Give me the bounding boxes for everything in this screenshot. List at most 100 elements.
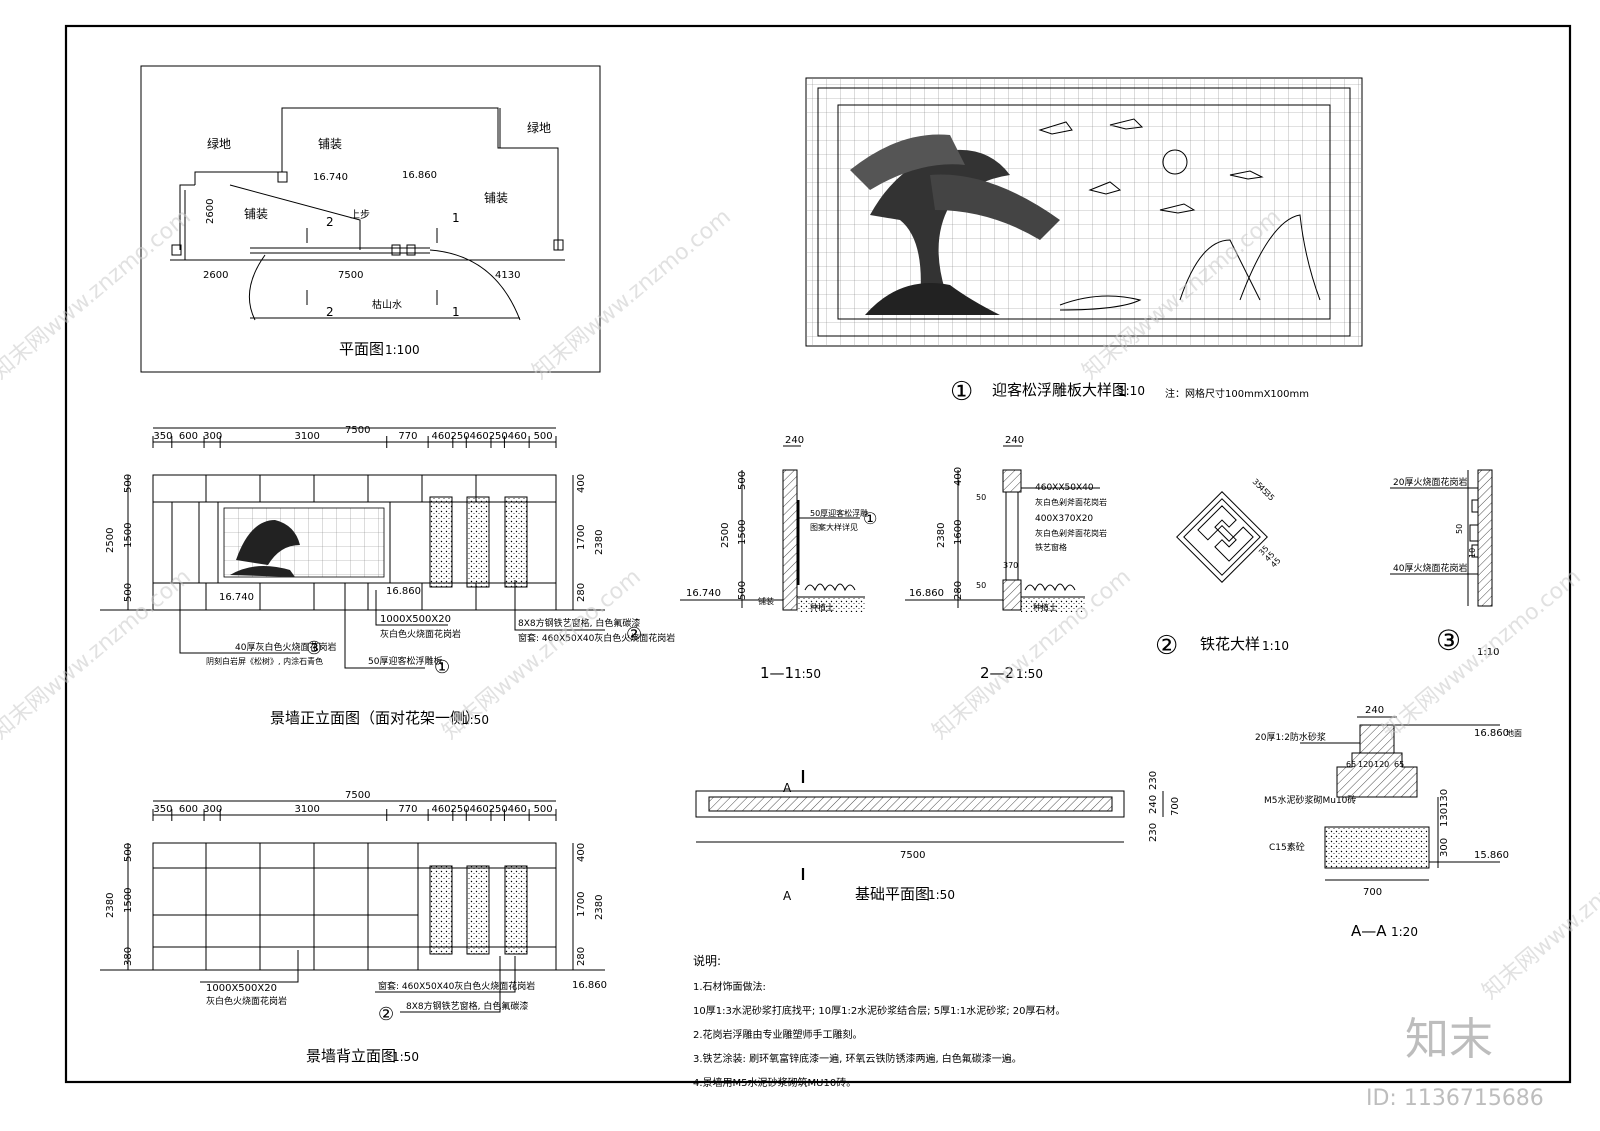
d3-note1: 20厚火烧面花岗岩	[1393, 476, 1467, 488]
sa-title: A—A	[1351, 922, 1387, 940]
front-left-dim-1: 1500	[123, 523, 134, 548]
front-title: 景墙正立面图（面对花架一侧）	[270, 709, 480, 727]
s22-50b: 50	[976, 581, 986, 590]
iron-scale: 1:10	[1262, 639, 1289, 653]
front-left-total: 2500	[105, 528, 116, 553]
front-elev-b: 16.860	[386, 586, 421, 597]
sa-layer1: 20厚1:2防水砂浆	[1255, 731, 1326, 743]
relief-title: 迎客松浮雕板大样图	[992, 381, 1127, 399]
foundation-plan: A A 7500 230 240 230 700 基础平面图 1:50	[695, 770, 1181, 903]
plan-dim-7500: 7500	[338, 270, 363, 281]
front-frame: 窗套: 460X50X40灰白色火烧面花岗岩	[518, 632, 675, 644]
sa-sub-3: 65	[1394, 760, 1404, 769]
plan-dim-2600v: 2600	[205, 199, 216, 224]
iron-detail: 35 45 35 35 45 45 ② 铁花大样 1:10	[1155, 477, 1289, 661]
s11-title: 1—1	[760, 664, 794, 682]
s11-elev: 16.740	[686, 588, 721, 599]
back-left-dim-2: 380	[123, 947, 134, 966]
relief-num: ①	[950, 377, 973, 407]
relief-note: 注：网格尺寸100mmX100mm	[1165, 387, 1309, 400]
dim-label: 250	[489, 431, 508, 442]
s11-base: 铺装	[758, 596, 774, 606]
plan-elev-left: 16.740	[313, 172, 348, 183]
watermark-logo: 知末	[1405, 1014, 1493, 1065]
notes: 说明: 1.石材饰面做法: 10厚1:3水泥砂浆打底找平; 10厚1:2水泥砂浆…	[693, 953, 1065, 1089]
back-left-total: 2380	[105, 893, 116, 918]
back-scale: 1:50	[392, 1050, 419, 1064]
found-a-bot: A	[783, 889, 792, 903]
s11-top: 240	[785, 435, 804, 446]
d3-10: 10	[1468, 548, 1477, 558]
front-top-total: 7500	[345, 425, 370, 436]
sa-top: 240	[1365, 705, 1384, 716]
dim-label: 770	[398, 431, 417, 442]
s22-scale: 1:50	[1016, 667, 1043, 681]
s22-50a: 50	[976, 493, 986, 502]
dim-label: 250	[489, 804, 508, 815]
front-slab-desc: 灰白色火烧面花岗岩	[380, 628, 461, 640]
iron-num: ②	[1155, 631, 1178, 661]
notes-heading: 说明:	[693, 953, 721, 968]
sa-scale: 1:20	[1391, 925, 1418, 939]
section-2-2: 240 400 1600 280 2380 50 50 370 16.860 种…	[905, 435, 1107, 682]
back-left-dim-1: 1500	[123, 888, 134, 913]
dim-label: 350	[153, 804, 172, 815]
found-total: 700	[1170, 797, 1181, 816]
sa-sub-2: 120	[1374, 760, 1389, 769]
dim-label: 600	[179, 804, 198, 815]
watermark-text-5: 知末网www.znzmo.com	[438, 564, 646, 744]
s22-370: 370	[1003, 561, 1018, 570]
back-right-total: 2380	[594, 895, 605, 920]
plan-view: 绿地 绿地 铺装 铺装 铺装 枯山水 上步 16.740 16.860 2600…	[140, 65, 601, 373]
dim-label: 250	[451, 804, 470, 815]
dim-label: 300	[203, 431, 222, 442]
s22-dim-2: 280	[953, 581, 964, 600]
sa-elev-bot: 15.860	[1474, 850, 1509, 861]
front-mark-1: ①	[434, 657, 450, 678]
s22-soil: 种植土	[1033, 602, 1057, 612]
front-mark-2: ②	[626, 624, 642, 645]
dim-label: 350	[153, 431, 172, 442]
back-iron: 8X8方钢铁艺窗格, 白色氟碳漆	[406, 1000, 528, 1012]
s11-mark: ①	[863, 509, 877, 528]
front-iron: 8X8方钢铁艺窗格, 白色氟碳漆	[518, 617, 640, 629]
s22-dim-1: 1600	[953, 520, 964, 545]
dim-label: 770	[398, 804, 417, 815]
s22-note-1: 灰白色剁斧面花岗岩	[1035, 497, 1107, 507]
dim-label: 500	[534, 431, 553, 442]
dim-label: 250	[451, 431, 470, 442]
watermark-text-2: 知末网www.znzmo.com	[528, 204, 736, 384]
sheet-border	[64, 24, 1572, 1084]
back-right-dim-0: 400	[576, 843, 587, 862]
section-1-1: 240 500 1500 500 2500 16.740 种植土 铺装 50厚迎…	[680, 435, 877, 682]
plan-paving-top: 铺装	[318, 137, 342, 151]
front-elev-a: 16.740	[219, 592, 254, 603]
d3-scale: 1:10	[1477, 647, 1499, 658]
front-right-dim-1: 1700	[576, 525, 587, 550]
sa-concrete: C15素砼	[1269, 841, 1305, 853]
plan-title: 平面图	[339, 340, 384, 358]
found-dim-2: 230	[1148, 823, 1159, 842]
notes-item-0: 1.石材饰面做法:	[693, 980, 766, 993]
plan-sec2-bot: 2	[326, 305, 334, 319]
dim-label: 3100	[294, 431, 319, 442]
s22-elev: 16.860	[909, 588, 944, 599]
dim-label: 500	[534, 804, 553, 815]
found-dim-0: 230	[1148, 771, 1159, 790]
s22-top: 240	[1005, 435, 1024, 446]
s11-soil: 种植土	[810, 602, 834, 612]
watermark-text-1: 知末网www.znzmo.com	[0, 204, 196, 384]
back-frame: 窗套: 460X50X40灰白色火烧面花岗岩	[378, 980, 535, 992]
plan-green-left: 绿地	[207, 136, 231, 151]
front-left-dim-0: 500	[123, 474, 134, 493]
section-a-a: 240 700 20厚1:2防水砂浆 65 120 120 65 M5水泥砂浆砌…	[1255, 705, 1522, 940]
sa-rdim-1: 130	[1439, 808, 1450, 827]
front-relief: 50厚迎客松浮雕板	[368, 655, 442, 667]
plan-elev-right: 16.860	[402, 170, 437, 181]
front-plate: 40厚灰白色火烧面花岗岩	[235, 641, 336, 653]
watermark-text-4: 知末网www.znzmo.com	[0, 564, 196, 744]
dim-label: 300	[203, 804, 222, 815]
s11-dim-0: 500	[737, 471, 748, 490]
